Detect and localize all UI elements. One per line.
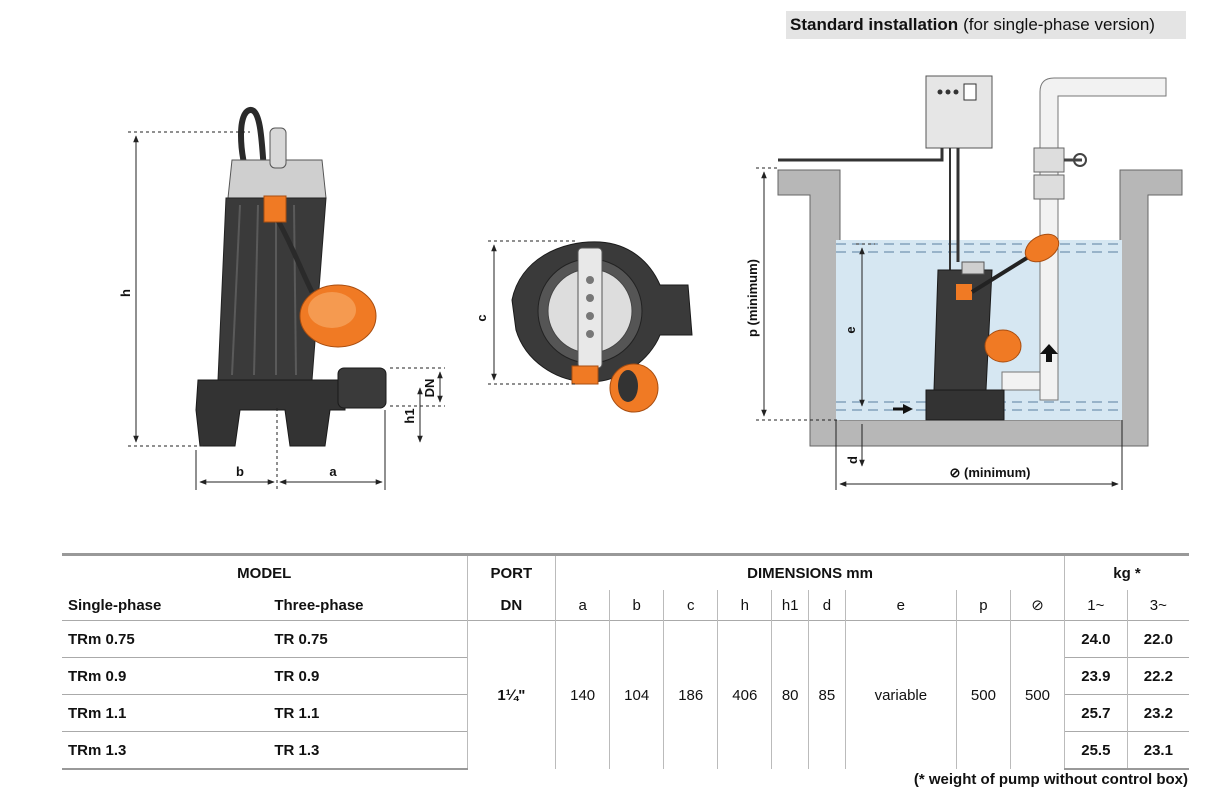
pump-side-view (195, 107, 387, 447)
table-row-kg-single: 25.7 (1064, 694, 1128, 732)
install-dimensions (756, 167, 1123, 490)
top-dimensions (488, 240, 575, 385)
subheader-h1: h1 (771, 590, 809, 621)
dim-p: 500 (955, 620, 1011, 769)
table-row-kg-single: 23.9 (1064, 657, 1128, 695)
subheader-a: a (555, 590, 610, 621)
subheader-kg-three: 3~ (1126, 590, 1189, 621)
weight-footnote: (* weight of pump without control box) (913, 771, 1188, 788)
installation-view (777, 75, 1183, 447)
subheader-h: h (717, 590, 772, 621)
subheader-d: d (808, 590, 846, 621)
table-row-model-three: TR 0.9 (268, 657, 468, 695)
label-a: a (329, 464, 337, 479)
header-model: MODEL (62, 553, 468, 590)
installation-title-rest: (for single-phase version) (963, 15, 1155, 34)
diagram-canvas: h b a h1 DN c (118, 75, 1183, 490)
label-dn: DN (422, 379, 437, 398)
subheader-kg-single: 1~ (1064, 590, 1128, 621)
label-b: b (236, 464, 244, 479)
table-row-kg-three: 22.0 (1126, 620, 1189, 658)
dim-b: 104 (609, 620, 664, 769)
label-width-minimum: ⊘ (minimum) (950, 465, 1031, 480)
side-dimensions (128, 131, 445, 490)
dim-d: 85 (808, 620, 846, 769)
table-row-kg-single: 25.5 (1064, 731, 1128, 770)
label-p-minimum: p (minimum) (745, 259, 760, 337)
label-h: h (118, 289, 133, 297)
dim-c: 186 (663, 620, 718, 769)
label-h1: h1 (402, 408, 417, 423)
table-row-model-three: TR 0.75 (268, 620, 468, 658)
table-row-model-single: TRm 1.1 (62, 694, 269, 732)
subheader-e: e (844, 590, 957, 621)
subheader-three-phase: Three-phase (274, 596, 364, 614)
subheader-p: p (955, 590, 1011, 621)
subheader-c: c (663, 590, 718, 621)
table-row-model-single: TRm 0.9 (62, 657, 269, 695)
table-row-model-three: TR 1.1 (268, 694, 468, 732)
port-value: 1¼" (466, 620, 556, 769)
table-row-model-single: TRm 1.3 (62, 731, 269, 770)
table-row-kg-three: 23.2 (1126, 694, 1189, 732)
subheader-width: ⊘ (1009, 590, 1065, 621)
subheader-single-phase: Single-phase (68, 596, 162, 614)
dimensions-table: MODEL PORT DIMENSIONS mm kg * Single-pha… (62, 553, 1189, 770)
table-row-kg-three: 23.1 (1126, 731, 1189, 770)
pump-top-view (511, 241, 693, 413)
dim-e: variable (844, 620, 957, 769)
header-dimensions: DIMENSIONS mm (555, 553, 1065, 590)
table-row-model-single: TRm 0.75 (62, 620, 269, 658)
table-row-kg-single: 24.0 (1064, 620, 1128, 658)
installation-title: Standard installation (for single-phase … (786, 11, 1186, 39)
label-e: e (843, 326, 858, 333)
dim-width: 500 (1009, 620, 1065, 769)
subheader-b: b (609, 590, 664, 621)
subheader-dn: DN (466, 590, 556, 621)
installation-title-bold: Standard installation (790, 15, 959, 34)
header-kg: kg * (1064, 553, 1189, 590)
dim-h1: 80 (771, 620, 809, 769)
label-d: d (845, 456, 860, 464)
table-row-model-three: TR 1.3 (268, 731, 468, 770)
dim-h: 406 (717, 620, 772, 769)
header-port: PORT (466, 553, 556, 590)
label-c: c (474, 314, 489, 321)
table-row-kg-three: 22.2 (1126, 657, 1189, 695)
dim-a: 140 (555, 620, 610, 769)
